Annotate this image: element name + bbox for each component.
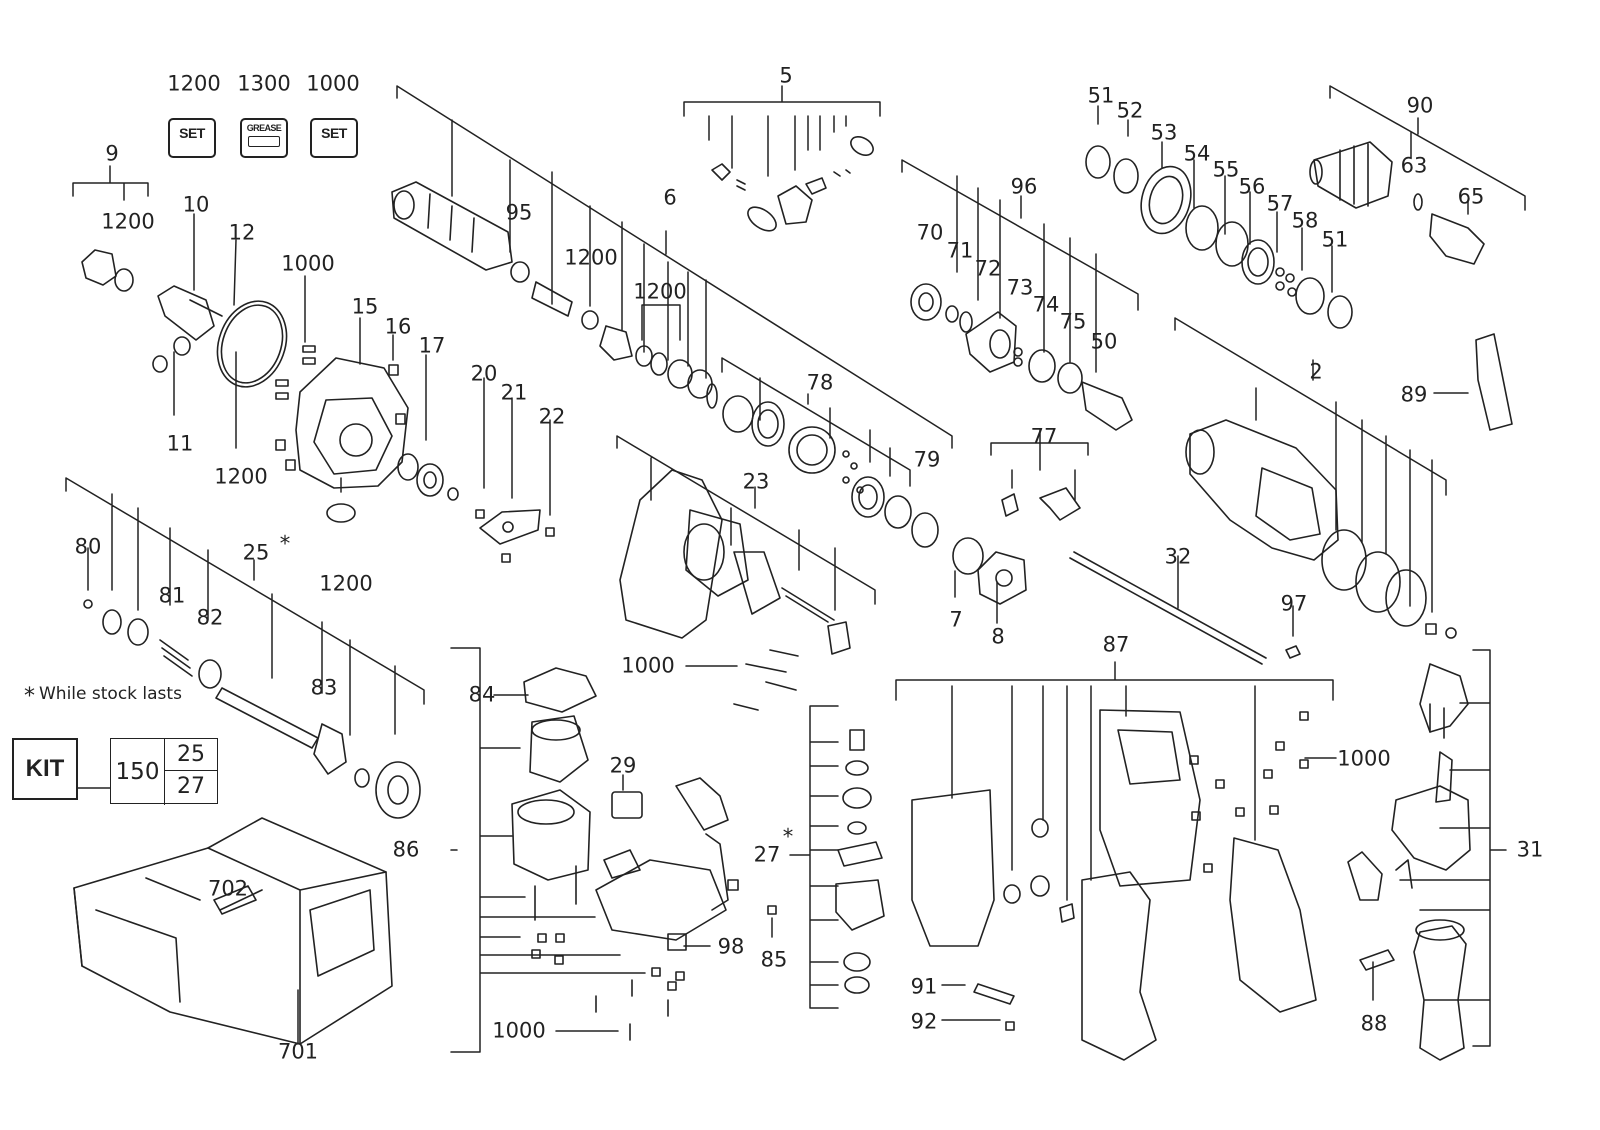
part-label: 72 bbox=[974, 256, 1002, 281]
badge-label-1300: 1300 bbox=[237, 71, 291, 96]
part-label: 7 bbox=[949, 607, 963, 632]
part-label: 702 bbox=[207, 876, 249, 901]
part-label: 1000 bbox=[621, 653, 675, 678]
part-label: 1200 bbox=[214, 464, 268, 489]
part-label: 1200 bbox=[564, 245, 618, 270]
part-label: 85 bbox=[760, 947, 788, 972]
part-label: 29 bbox=[609, 753, 637, 778]
part-label: 32 bbox=[1164, 544, 1192, 569]
part-label: 11 bbox=[166, 431, 194, 456]
part-label: 58 bbox=[1291, 208, 1319, 233]
asterisk-27: * bbox=[782, 824, 794, 849]
part-label: 701 bbox=[277, 1039, 319, 1064]
set-badge: SET bbox=[168, 118, 216, 158]
part-label: 1000 bbox=[492, 1018, 546, 1043]
screw-set-badge: SET bbox=[310, 118, 358, 158]
part-label: 81 bbox=[158, 583, 186, 608]
part-label: 80 bbox=[74, 534, 102, 559]
part-label: 2 bbox=[1309, 359, 1323, 384]
part-label: 53 bbox=[1150, 120, 1178, 145]
part-label: 97 bbox=[1280, 591, 1308, 616]
part-label: 89 bbox=[1400, 382, 1428, 407]
part-label: 77 bbox=[1030, 424, 1058, 449]
note-asterisk: * bbox=[24, 684, 35, 709]
part-label: 55 bbox=[1212, 157, 1240, 182]
part-label: 78 bbox=[806, 370, 834, 395]
part-label: 1000 bbox=[1337, 746, 1391, 771]
part-label: 91 bbox=[910, 974, 938, 999]
part-label: 84 bbox=[468, 682, 496, 707]
part-label: 27 bbox=[753, 842, 781, 867]
part-label: 8 bbox=[991, 624, 1005, 649]
part-label: 88 bbox=[1360, 1011, 1388, 1036]
part-label: 87 bbox=[1102, 632, 1130, 657]
asterisk-25: * bbox=[279, 531, 291, 556]
part-label: 20 bbox=[470, 361, 498, 386]
part-label: 56 bbox=[1238, 174, 1266, 199]
badge-label-1000: 1000 bbox=[306, 71, 360, 96]
part-label: 1000 bbox=[281, 251, 335, 276]
parts-drawings bbox=[73, 136, 1513, 1061]
part-label: 82 bbox=[196, 605, 224, 630]
part-label: 51 bbox=[1321, 227, 1349, 252]
part-label: 75 bbox=[1059, 309, 1087, 334]
part-label: 54 bbox=[1183, 141, 1211, 166]
part-label: 9 bbox=[105, 141, 119, 166]
part-label: 17 bbox=[418, 333, 446, 358]
part-label: 22 bbox=[538, 404, 566, 429]
part-label: 15 bbox=[351, 294, 379, 319]
part-label: 90 bbox=[1406, 93, 1434, 118]
part-label: 96 bbox=[1010, 174, 1038, 199]
part-label: 71 bbox=[946, 238, 974, 263]
part-label: 1200 bbox=[319, 571, 373, 596]
part-label: 70 bbox=[916, 220, 944, 245]
part-label: 1200 bbox=[633, 279, 687, 304]
kit-contents-box: 150 25 27 bbox=[110, 738, 218, 805]
part-label: 73 bbox=[1006, 275, 1034, 300]
part-label: 95 bbox=[505, 200, 533, 225]
callout-lines bbox=[65, 85, 1526, 1053]
part-label: 63 bbox=[1400, 153, 1428, 178]
note-text: While stock lasts bbox=[39, 684, 182, 704]
set-badge-text: SET bbox=[179, 125, 205, 141]
part-label: 79 bbox=[913, 447, 941, 472]
kit-number: 150 bbox=[111, 739, 165, 805]
grease-badge-text: GREASE bbox=[246, 123, 282, 133]
part-label: 65 bbox=[1457, 184, 1485, 209]
kit-part-25: 25 bbox=[165, 739, 217, 771]
stock-note: *While stock lasts bbox=[24, 684, 182, 709]
part-label: 25 bbox=[242, 540, 270, 565]
screw-set-badge-text: SET bbox=[321, 125, 347, 141]
part-label: 12 bbox=[228, 220, 256, 245]
part-label: 31 bbox=[1516, 837, 1544, 862]
grease-tube-icon bbox=[248, 136, 280, 147]
badge-label-1200: 1200 bbox=[167, 71, 221, 96]
part-label: 16 bbox=[384, 314, 412, 339]
part-label: 83 bbox=[310, 675, 338, 700]
part-label: 10 bbox=[182, 192, 210, 217]
part-label: 52 bbox=[1116, 98, 1144, 123]
part-label: 92 bbox=[910, 1009, 938, 1034]
kit-part-27: 27 bbox=[177, 774, 205, 799]
part-label: 51 bbox=[1087, 83, 1115, 108]
kit-box: KIT bbox=[12, 738, 78, 800]
part-label: 50 bbox=[1090, 329, 1118, 354]
part-label: 86 bbox=[392, 837, 420, 862]
part-label: 23 bbox=[742, 469, 770, 494]
part-label: 6 bbox=[663, 185, 677, 210]
part-label: 74 bbox=[1032, 292, 1060, 317]
part-label: 98 bbox=[717, 934, 745, 959]
grease-badge: GREASE bbox=[240, 118, 288, 158]
part-label: 5 bbox=[779, 63, 793, 88]
part-label: 21 bbox=[500, 380, 528, 405]
part-label: 1200 bbox=[101, 209, 155, 234]
part-label: 57 bbox=[1266, 191, 1294, 216]
